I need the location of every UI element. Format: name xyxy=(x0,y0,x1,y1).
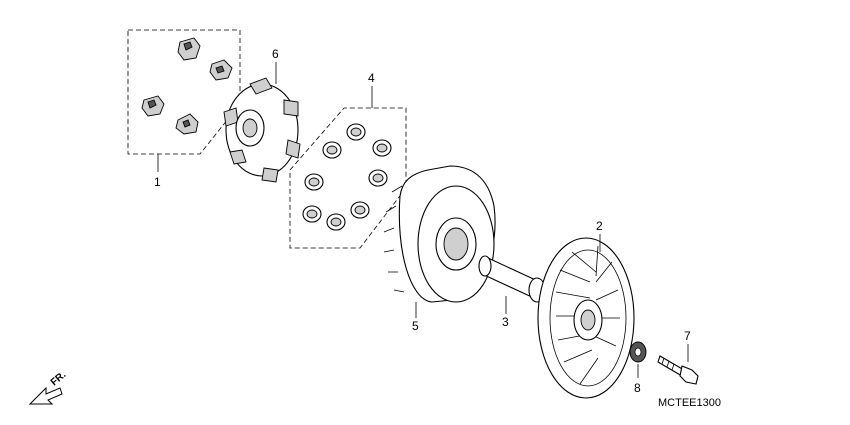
movable-drive-face xyxy=(383,165,496,318)
weight-roller xyxy=(302,205,322,223)
bolt xyxy=(657,344,699,385)
slide-piece xyxy=(177,37,201,61)
drive-face xyxy=(537,234,635,399)
weight-rollers-group xyxy=(289,86,407,249)
weight-roller xyxy=(326,213,346,231)
callout-8: 8 xyxy=(634,381,641,395)
washer xyxy=(629,341,647,378)
weight-roller xyxy=(368,169,388,187)
weight-roller xyxy=(322,141,342,159)
callout-5: 5 xyxy=(412,319,419,333)
callout-1: 1 xyxy=(154,175,161,189)
weight-roller xyxy=(346,123,366,141)
ramp-plate xyxy=(223,62,301,183)
callout-4: 4 xyxy=(368,71,375,85)
collar xyxy=(478,255,546,314)
slide-piece xyxy=(175,113,199,135)
callout-2: 2 xyxy=(596,219,603,233)
diagram-code: MCTEE1300 xyxy=(658,397,721,409)
callout-3: 3 xyxy=(502,315,509,329)
front-direction-arrow xyxy=(28,386,63,405)
direction-label: FR. xyxy=(49,369,69,388)
callout-7: 7 xyxy=(684,329,691,343)
slide-pieces-group xyxy=(127,29,241,172)
weight-roller xyxy=(372,139,392,157)
weight-roller xyxy=(350,201,370,219)
slide-piece xyxy=(141,95,165,117)
callout-6: 6 xyxy=(272,47,279,61)
weight-roller xyxy=(304,173,324,191)
slide-piece xyxy=(209,59,233,81)
